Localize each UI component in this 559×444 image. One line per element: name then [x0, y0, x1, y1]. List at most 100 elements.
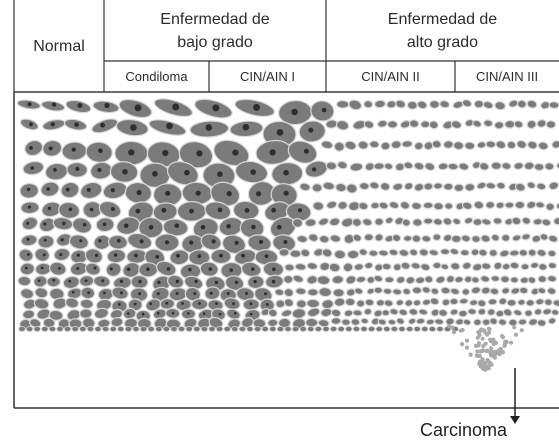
nucleus: [127, 312, 130, 315]
cell: [438, 309, 448, 317]
cell: [34, 286, 49, 299]
cell: [23, 138, 45, 158]
cell: [347, 250, 359, 259]
cell: [33, 297, 50, 310]
cell: [468, 308, 477, 315]
nucleus: [291, 109, 297, 115]
cell: [421, 121, 431, 128]
cell: [416, 100, 428, 110]
cell: [471, 276, 480, 284]
basal-cell: [338, 326, 345, 331]
nucleus: [265, 254, 269, 258]
nucleus: [227, 292, 230, 295]
nucleus: [162, 208, 167, 213]
basal-cell: [57, 326, 64, 331]
nucleus: [75, 167, 79, 171]
cell: [450, 120, 462, 130]
cell: [491, 275, 500, 281]
nucleus: [172, 312, 175, 315]
cell: [418, 308, 428, 316]
basal-cell: [300, 326, 307, 331]
cell: [388, 319, 396, 325]
cell: [548, 317, 557, 325]
cell: [462, 201, 473, 210]
basal-cell: [285, 326, 292, 331]
cell: [526, 181, 536, 190]
nucleus: [322, 108, 327, 113]
cell: [274, 288, 284, 296]
cell: [509, 319, 517, 326]
nucleus: [181, 302, 184, 305]
cell: [481, 287, 491, 295]
cell: [344, 140, 357, 151]
nucleus: [138, 280, 141, 283]
cell: [403, 235, 412, 241]
cell: [541, 218, 551, 226]
nucleus: [98, 148, 103, 153]
cell: [389, 308, 399, 316]
cell: [351, 318, 360, 326]
cell: [450, 298, 458, 304]
nucleus: [235, 241, 239, 245]
nucleus: [97, 168, 101, 172]
basal-cell: [72, 326, 79, 331]
cell: [495, 140, 507, 150]
cell: [513, 162, 523, 170]
cell: [473, 319, 481, 326]
nucleus: [206, 124, 213, 131]
cell: [84, 261, 102, 277]
basal-cell: [353, 326, 360, 331]
basal-cell: [171, 326, 178, 331]
cell: [537, 319, 546, 326]
cell: [337, 100, 349, 108]
nucleus: [215, 302, 218, 305]
nucleus: [235, 281, 238, 284]
cell: [445, 203, 453, 210]
nucleus: [130, 124, 137, 131]
cell: [386, 100, 396, 108]
basal-cell: [64, 326, 71, 331]
cell: [97, 199, 123, 221]
cell: [502, 234, 510, 241]
nucleus: [304, 149, 309, 154]
nucleus: [85, 279, 88, 282]
cell: [392, 233, 402, 242]
cell: [413, 161, 425, 171]
basal-cell: [224, 326, 231, 331]
nucleus: [43, 222, 46, 225]
basal-cell: [163, 326, 170, 331]
cell: [530, 262, 539, 269]
invasive-cell: [484, 342, 488, 346]
cell: [452, 217, 462, 225]
cell: [489, 250, 497, 257]
cell: [434, 202, 444, 210]
nucleus: [229, 268, 233, 272]
cell: [404, 299, 413, 307]
invasive-cell: [509, 341, 513, 345]
cell: [292, 308, 306, 319]
cell: [548, 262, 557, 269]
cell: [548, 181, 559, 191]
cell: [364, 234, 373, 241]
nucleus: [165, 240, 169, 244]
nucleus: [198, 302, 201, 305]
nucleus: [59, 253, 62, 256]
classification-header: Normal Enfermedad de bajo grado Enfermed…: [0, 0, 559, 92]
cell: [441, 287, 451, 295]
cell: [279, 248, 289, 256]
invasive-cell: [497, 352, 501, 356]
cell: [354, 263, 364, 271]
cell: [305, 218, 317, 227]
cell: [439, 100, 450, 109]
cell: [533, 218, 543, 225]
invasive-cell: [447, 324, 451, 328]
nucleus: [155, 255, 159, 259]
nucleus: [232, 302, 235, 305]
cell: [547, 275, 557, 282]
nucleus: [212, 104, 219, 111]
cell: [553, 217, 559, 226]
cell: [513, 120, 524, 129]
cell: [374, 100, 385, 108]
nucleus: [209, 267, 213, 271]
nucleus: [52, 102, 56, 106]
